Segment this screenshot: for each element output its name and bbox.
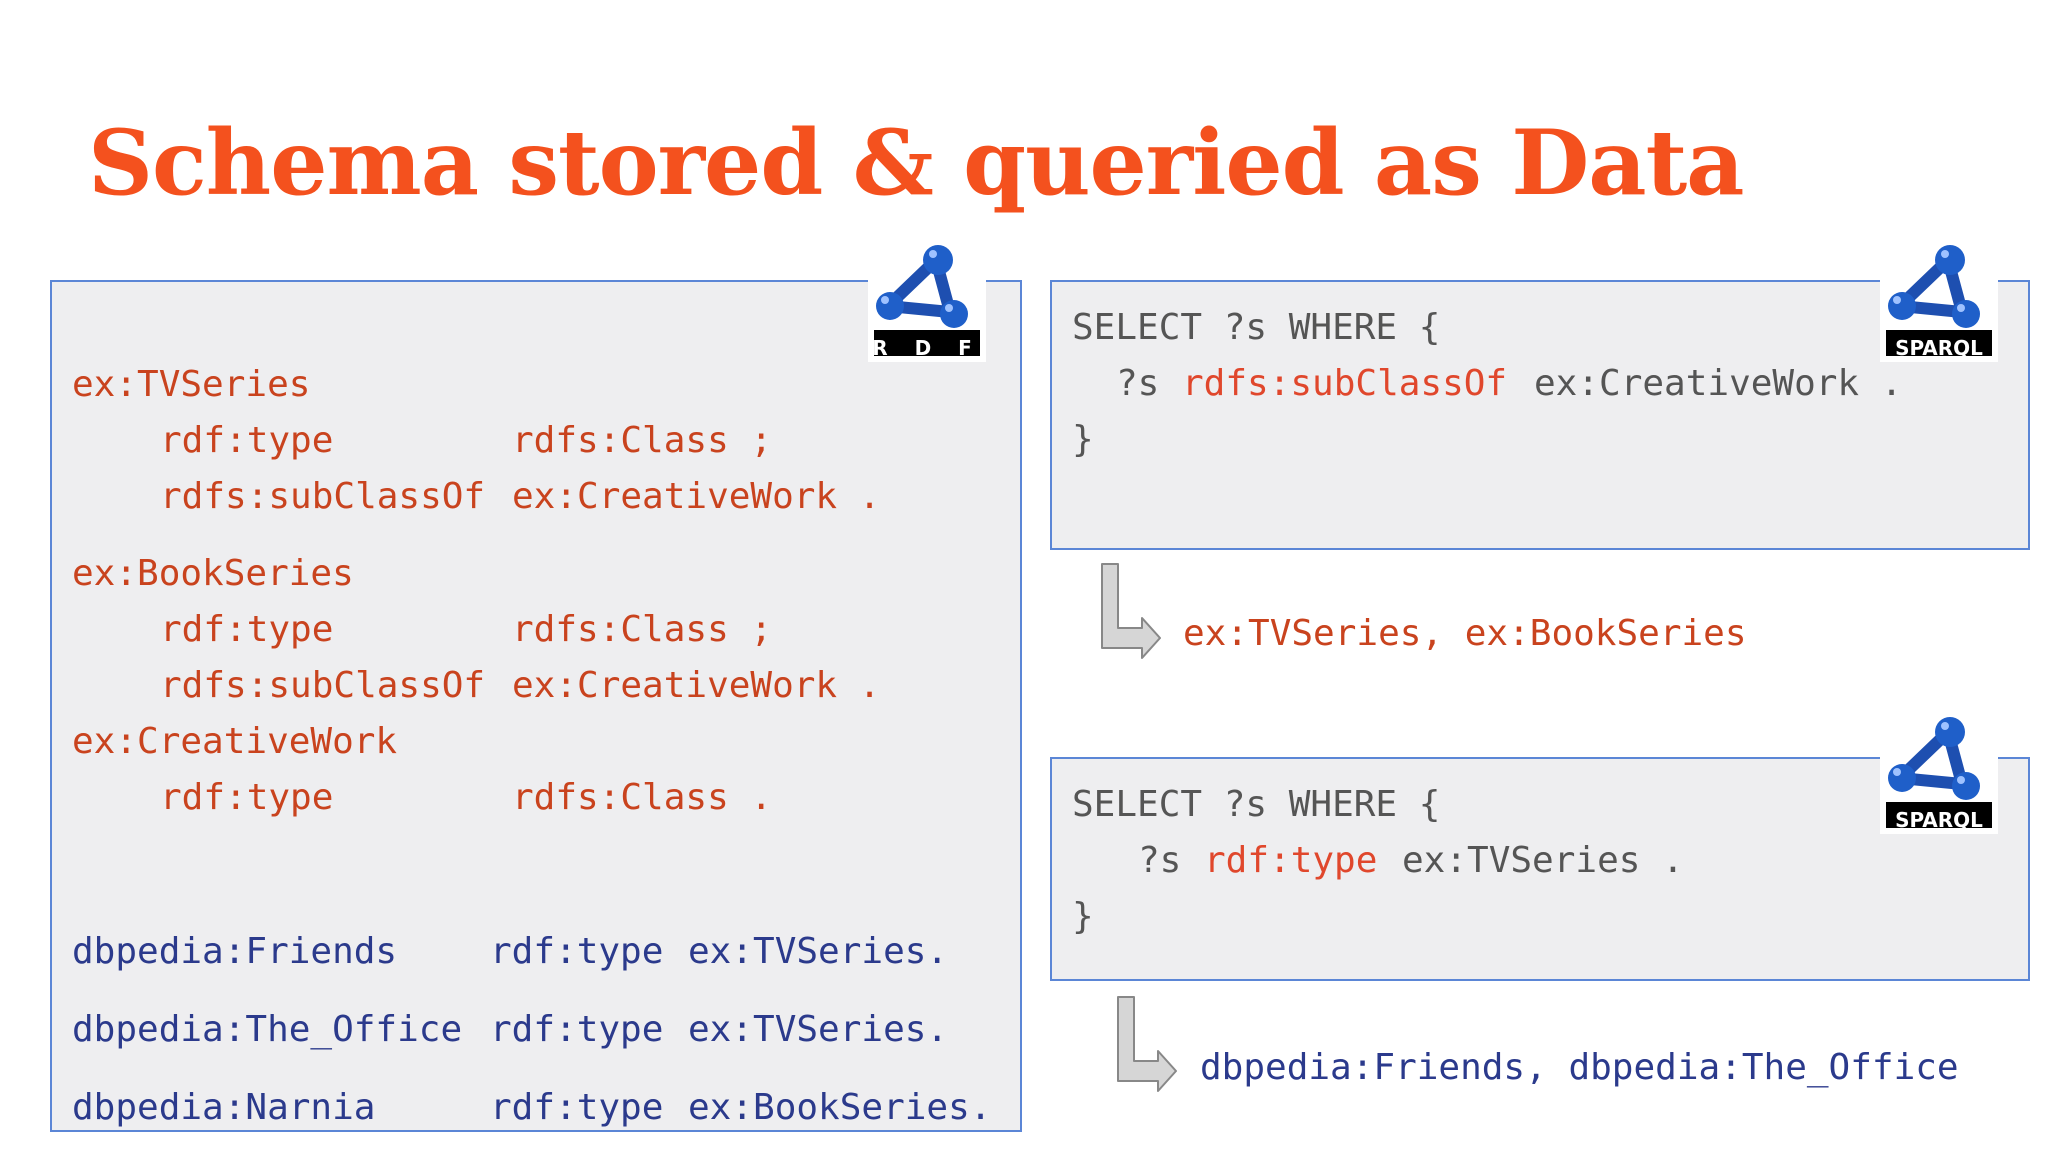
tvseries-type-object: rdfs:Class ; — [512, 420, 773, 461]
result-arrow-2-icon — [1117, 996, 1177, 1092]
instance-friends-subject: dbpedia:Friends — [72, 931, 398, 972]
sparql-logo-1: SPARQL — [1880, 240, 1998, 362]
bookseries-subclass-predicate: rdfs:subClassOf — [160, 665, 486, 706]
query1-close-brace: } — [1072, 419, 1094, 460]
creativework-type-predicate: rdf:type — [160, 777, 334, 818]
instance-friends-predicate: rdf:type — [490, 931, 664, 972]
query2-variable: ?s — [1138, 840, 1182, 881]
sparql-query-box-1: SELECT ?s WHERE { ?s rdfs:subClassOf ex:… — [1050, 280, 2030, 550]
instance-narnia-subject: dbpedia:Narnia — [72, 1087, 376, 1128]
creativework-subject: ex:CreativeWork — [72, 721, 398, 762]
instance-friends-object: ex:TVSeries. — [688, 931, 949, 972]
instance-narnia-predicate: rdf:type — [490, 1087, 664, 1128]
slide-title: Schema stored & queried as Data — [88, 110, 1744, 216]
query1-object: ex:CreativeWork . — [1534, 363, 1903, 404]
sparql-graph-icon — [1886, 717, 1992, 802]
bookseries-type-object: rdfs:Class ; — [512, 609, 773, 650]
sparql-query-box-2: SELECT ?s WHERE { ?s rdf:type ex:TVSerie… — [1050, 757, 2030, 981]
sparql-logo-label: SPARQL — [1895, 336, 1983, 360]
rdf-logo: R D F — [868, 240, 986, 362]
instance-narnia-object: ex:BookSeries. — [688, 1087, 992, 1128]
result-arrow-1-icon — [1101, 563, 1161, 659]
creativework-type-object: rdfs:Class . — [512, 777, 773, 818]
query2-close-brace: } — [1072, 896, 1094, 937]
query2-object: ex:TVSeries . — [1402, 840, 1684, 881]
tvseries-subclass-predicate: rdfs:subClassOf — [160, 476, 486, 517]
tvseries-subclass-object: ex:CreativeWork . — [512, 476, 881, 517]
instance-office-object: ex:TVSeries. — [688, 1009, 949, 1050]
query2-result: dbpedia:Friends, dbpedia:The_Office — [1200, 1047, 1959, 1088]
query1-select: SELECT ?s WHERE { — [1072, 307, 1441, 348]
instance-office-predicate: rdf:type — [490, 1009, 664, 1050]
rdf-data-box: ex:TVSeries rdf:type rdfs:Class ; rdfs:s… — [50, 280, 1022, 1132]
sparql-logo-2: SPARQL — [1880, 712, 1998, 834]
sparql-logo-label: SPARQL — [1895, 808, 1983, 832]
bookseries-type-predicate: rdf:type — [160, 609, 334, 650]
bookseries-subclass-object: ex:CreativeWork . — [512, 665, 881, 706]
instance-office-subject: dbpedia:The_Office — [72, 1009, 463, 1050]
query2-predicate: rdf:type — [1204, 840, 1378, 881]
bookseries-subject: ex:BookSeries — [72, 553, 354, 594]
tvseries-subject: ex:TVSeries — [72, 364, 311, 405]
tvseries-type-predicate: rdf:type — [160, 420, 334, 461]
rdf-logo-label: R D F — [872, 336, 982, 360]
query1-predicate: rdfs:subClassOf — [1182, 363, 1508, 404]
sparql-graph-icon — [1886, 245, 1992, 330]
query1-result: ex:TVSeries, ex:BookSeries — [1183, 613, 1747, 654]
query2-select: SELECT ?s WHERE { — [1072, 784, 1441, 825]
query1-variable: ?s — [1116, 363, 1160, 404]
rdf-graph-icon — [874, 245, 980, 330]
